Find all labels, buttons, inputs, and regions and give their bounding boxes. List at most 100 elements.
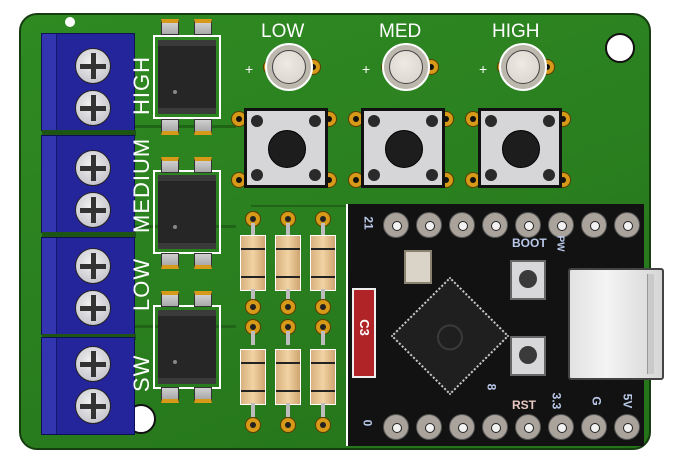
resistor [310,349,336,405]
screw-icon[interactable] [75,346,111,382]
header-pin-bottom[interactable] [383,414,409,440]
opto-pin [194,291,212,307]
resistor-leg [321,403,325,417]
button-med[interactable] [361,108,445,188]
led-label-med: MED [379,21,422,42]
label-low: LOW [129,257,154,311]
resistor-leg [286,403,290,417]
header-pin-top[interactable] [581,212,607,238]
opto-pin [161,119,179,135]
button-pad [231,172,247,188]
button-pad [231,111,247,127]
header-pin-top[interactable] [383,212,409,238]
pin-label-3v3: 3.3 [549,392,564,410]
screw-icon[interactable] [75,290,111,326]
resistor-leg [251,331,255,345]
screw-icon[interactable] [75,248,111,284]
pin-label-0: 0 [360,419,375,427]
boot-label: BOOT [512,236,547,250]
terminal-block-high [41,33,136,136]
terminal-block-medium [41,135,136,238]
resistor [240,349,266,405]
resistor-leg [321,331,325,345]
resistor [275,235,301,291]
header-pin-top[interactable] [614,212,640,238]
opto-pin [161,19,179,35]
pin-label-8: 8 [484,383,499,391]
reset-button[interactable] [510,336,546,376]
boot-button[interactable] [510,260,546,300]
label-medium: MEDIUM [129,137,154,233]
header-pin-bottom[interactable] [482,414,508,440]
resistor [310,235,336,291]
optocoupler-high [153,35,221,119]
label-high: HIGH [129,56,154,115]
led-label-high: HIGH [492,21,540,42]
resistor-pad [280,417,296,433]
pw-label: PW [554,235,566,252]
resistor-leg [286,289,290,303]
optocoupler-medium [153,170,221,254]
opto-pin [194,119,212,135]
pin-label-5v: 5V [620,393,635,409]
header-pin-bottom[interactable] [449,414,475,440]
screw-icon[interactable] [75,48,111,84]
resistor-pad [280,299,296,315]
header-pin-bottom[interactable] [548,414,574,440]
fuse: C3 [352,288,376,378]
led-low [265,43,313,91]
crystal-oscillator [404,250,432,284]
opto-pin [161,291,179,307]
resistor-pad [245,417,261,433]
optocoupler-sw [153,305,221,389]
mounting-hole-top-right [605,33,635,63]
plus-icon: + [245,61,254,77]
pin-label-g: G [589,396,604,406]
resistor [275,349,301,405]
header-pin-top[interactable] [416,212,442,238]
screw-icon[interactable] [75,388,111,424]
resistor [240,235,266,291]
esp32-chip [390,276,510,396]
plus-icon: + [479,61,488,77]
opto-pin [194,253,212,269]
header-pin-top[interactable] [449,212,475,238]
opto-pin [161,157,179,173]
screw-icon[interactable] [75,150,111,186]
button-low[interactable] [244,108,328,188]
rst-label: RST [512,398,536,412]
header-pin-top[interactable] [482,212,508,238]
header-pin-top[interactable] [548,212,574,238]
opto-pin [161,387,179,403]
opto-pin [194,19,212,35]
fuse-label: C3 [356,319,372,336]
resistor-leg [251,289,255,303]
resistor-leg [321,223,325,237]
resistor-leg [251,223,255,237]
pin-label-21: 21 [361,216,376,230]
resistor-pad [280,211,296,227]
led-label-low: LOW [261,21,305,42]
header-pin-top[interactable] [515,212,541,238]
resistor-pad [245,299,261,315]
plus-icon: + [362,61,371,77]
led-med [382,43,430,91]
resistor-leg [251,403,255,417]
button-high[interactable] [478,108,562,188]
header-pin-bottom[interactable] [581,414,607,440]
pcb-board: HIGH MEDIUM LOW SW LOW + MED + HIGH + [19,13,651,450]
screw-icon[interactable] [75,90,111,126]
trace [251,205,351,207]
screw-icon[interactable] [75,192,111,228]
usb-c-port[interactable] [568,268,664,380]
header-pin-bottom[interactable] [515,414,541,440]
resistor-leg [286,223,290,237]
terminal-block-low [41,237,136,340]
mounting-hole-small [65,17,75,27]
header-pin-bottom[interactable] [416,414,442,440]
opto-pin [194,157,212,173]
header-pin-bottom[interactable] [614,414,640,440]
resistor-pad [315,299,331,315]
led-high [499,43,547,91]
terminal-block-sw [41,337,135,435]
